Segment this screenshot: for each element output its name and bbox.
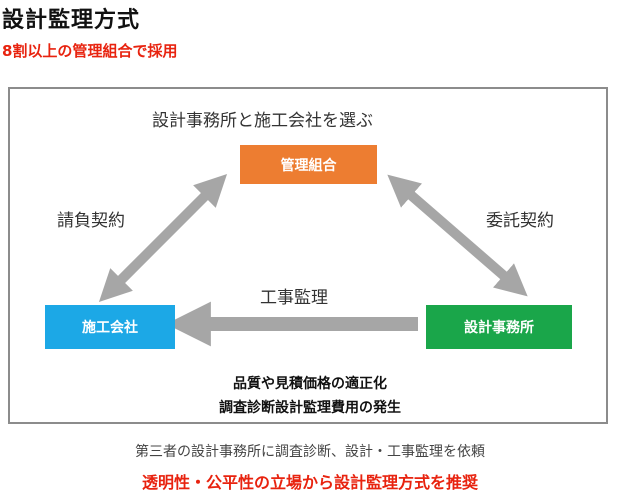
node-sekkei-jimusho: 設計事務所 [426,305,572,349]
edge-label-right: 委託契約 [486,211,554,231]
top-caption: 設計事務所と施工会社を選ぶ [152,111,373,131]
page-title: 設計監理方式 [2,8,141,33]
footer-recommendation: 透明性・公平性の立場から設計監理方式を推奨 [141,473,478,492]
arrow-left-diagonal [98,173,228,303]
footer-description: 第三者の設計事務所に調査診断、設計・工事監理を依頼 [135,444,485,460]
page-subtitle: 8割以上の管理組合で採用 [2,42,178,60]
note-line-2: 調査診断設計監理費用の発生 [219,400,401,416]
node-sekou-gaisha: 施工会社 [45,305,175,349]
node-kanri-kumiai: 管理組合 [240,145,377,184]
note-line-1: 品質や見積価格の適正化 [233,376,387,392]
edge-label-left: 請負契約 [57,211,125,231]
arrow-right-diagonal [387,174,528,297]
edge-label-bottom: 工事監理 [260,288,328,308]
diagram-frame [8,87,608,424]
